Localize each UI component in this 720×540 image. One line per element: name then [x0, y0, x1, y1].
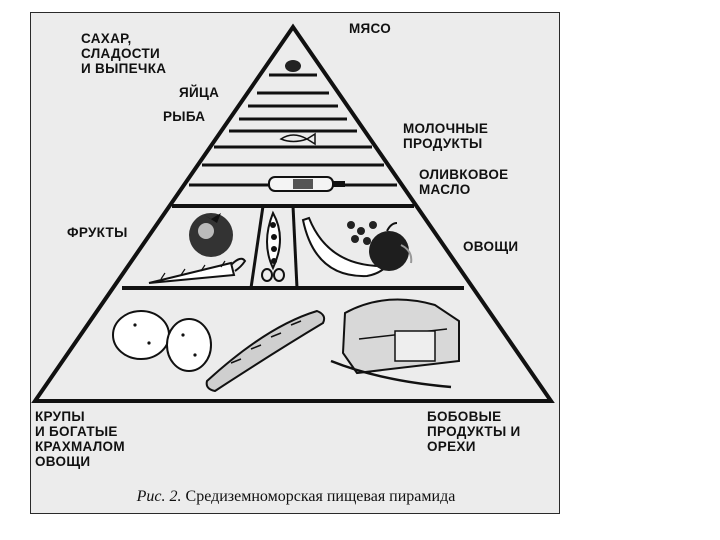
meat-icon — [285, 60, 301, 72]
label-eggs: ЯЙЦА — [179, 85, 220, 100]
caption-prefix: Рис. 2. — [136, 488, 182, 505]
label-dairy: МОЛОЧНЫЕ ПРОДУКТЫ — [403, 121, 489, 151]
label-legumes: БОБОВЫЕ ПРОДУКТЫ И ОРЕХИ — [427, 409, 521, 454]
carrot-icon — [148, 257, 247, 284]
caption-text: Средиземноморская пищевая пирамида — [185, 488, 456, 505]
food-pyramid-figure: САХАР, СЛАДОСТИ И ВЫПЕЧКА МЯСО ЯЙЦА РЫБА… — [30, 12, 560, 514]
label-fruits: ФРУКТЫ — [67, 225, 128, 240]
banana-icon — [301, 216, 390, 278]
figure-caption: Рис. 2. Средиземноморская пищевая пирами… — [31, 488, 559, 506]
pyramid-outline — [31, 23, 555, 403]
bread-loaf-icon — [330, 298, 460, 389]
baguette-icon — [205, 309, 326, 393]
label-olive-oil: ОЛИВКОВОЕ МАСЛО — [419, 167, 509, 197]
label-meat: МЯСО — [349, 21, 392, 36]
label-grains: КРУПЫ И БОГАТЫЕ КРАХМАЛОМ ОВОЩИ — [35, 409, 125, 469]
potatoes-icon — [112, 310, 212, 372]
fish-icon — [279, 132, 316, 146]
label-vegetables: ОВОЩИ — [463, 239, 519, 254]
pyramid-diagram — [31, 23, 555, 403]
label-sugar: САХАР, СЛАДОСТИ И ВЫПЕЧКА — [81, 31, 167, 76]
tomato-icon — [189, 213, 233, 257]
vegetable-icon — [369, 222, 413, 271]
pea-pod-icon — [261, 210, 285, 282]
oil-bottle-icon — [268, 176, 345, 192]
label-fish: РЫБА — [163, 109, 206, 124]
berries-icon — [347, 221, 377, 245]
